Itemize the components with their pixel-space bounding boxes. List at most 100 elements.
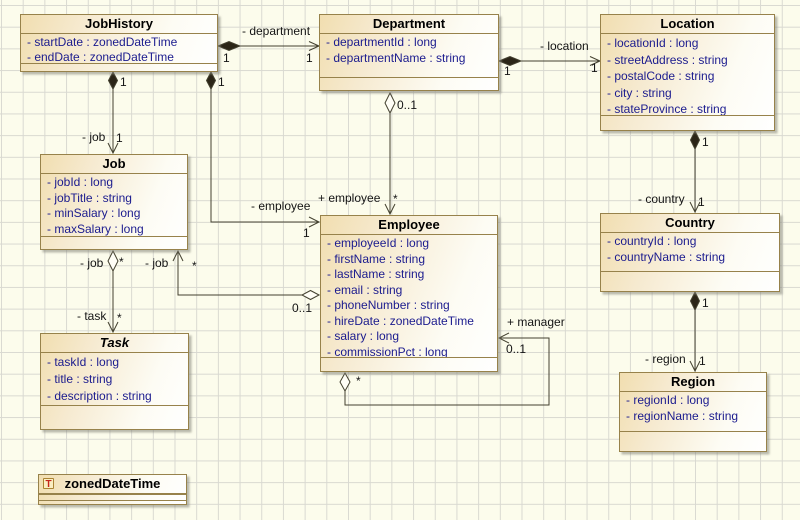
class-title[interactable]: Region — [620, 373, 766, 392]
mult-jobhistory-side[interactable]: 1 — [120, 75, 127, 89]
mult-job-side[interactable]: * — [192, 259, 197, 273]
mult-employee-side[interactable]: * — [393, 192, 398, 206]
edge-label-job[interactable]: - job — [80, 256, 104, 270]
mult-jobhistory-side[interactable]: 1 — [218, 75, 225, 89]
datatype-title[interactable]: T zonedDateTime — [39, 475, 186, 494]
datatype-zoneddatetime[interactable]: T zonedDateTime — [38, 474, 187, 505]
edge-label-country[interactable]: - country — [638, 192, 685, 206]
mult-job-side[interactable]: 1 — [116, 131, 123, 145]
mult-location-side[interactable]: 1 — [702, 135, 709, 149]
attribute[interactable]: - taskId : long — [47, 355, 120, 369]
edge-label-employee[interactable]: - employee — [251, 199, 311, 213]
class-title[interactable]: Task — [41, 334, 188, 353]
class-title[interactable]: JobHistory — [21, 15, 217, 34]
operations-compartment — [41, 236, 187, 249]
attribute[interactable]: - employeeId : long — [327, 236, 430, 250]
attribute[interactable]: - departmentName : string — [326, 50, 466, 65]
operations-compartment — [320, 77, 498, 90]
mult-reports-side[interactable]: * — [356, 374, 361, 388]
attribute[interactable]: - phoneNumber : string — [327, 298, 450, 312]
association-jobhistory-employee[interactable] — [207, 72, 320, 227]
mult-department-side[interactable]: 0..1 — [397, 98, 418, 112]
attributes-compartment: - regionId : long - regionName : string — [620, 392, 766, 431]
attribute[interactable]: - maxSalary : long — [47, 221, 144, 236]
class-title[interactable]: Location — [601, 15, 774, 34]
class-location[interactable]: Location - locationId : long - streetAdd… — [600, 14, 775, 131]
edge-label-region[interactable]: - region — [645, 352, 686, 366]
edge-label-department[interactable]: - department — [242, 24, 311, 38]
class-title[interactable]: Country — [601, 214, 779, 233]
association-country-region[interactable] — [690, 292, 700, 371]
attribute[interactable]: - departmentId : long — [326, 35, 437, 49]
mult-country-side[interactable]: 1 — [702, 296, 709, 310]
association-department-employee[interactable] — [385, 93, 395, 214]
association-employee-job[interactable] — [173, 251, 319, 300]
edge-label-employee[interactable]: + employee — [318, 191, 381, 205]
edge-label-task[interactable]: - task — [77, 309, 107, 323]
attribute[interactable]: - minSalary : long — [47, 206, 141, 220]
attribute[interactable]: - jobId : long — [47, 175, 114, 189]
class-country[interactable]: Country - countryId : long - countryName… — [600, 213, 780, 292]
association-employee-manager[interactable] — [340, 333, 549, 405]
attribute[interactable]: - firstName : string — [327, 251, 426, 266]
operations-compartment — [41, 405, 188, 429]
attribute[interactable]: - hireDate : zonedDateTime — [327, 313, 474, 328]
attributes-compartment: - startDate : zonedDateTime - endDate : … — [21, 34, 217, 63]
class-jobhistory[interactable]: JobHistory - startDate : zonedDateTime -… — [20, 14, 218, 72]
association-location-country[interactable] — [690, 131, 700, 212]
attribute[interactable]: - countryName : string — [607, 249, 726, 264]
mult-employee-side[interactable]: 1 — [303, 226, 310, 240]
attributes-compartment: - jobId : long - jobTitle : string - min… — [41, 174, 187, 236]
attribute[interactable]: - description : string — [47, 389, 152, 403]
attribute[interactable]: - stateProvince : string — [607, 102, 727, 115]
association-job-task[interactable] — [108, 251, 118, 332]
attribute[interactable]: - regionId : long — [626, 393, 710, 407]
attribute[interactable]: - commissionPct : long — [327, 344, 448, 358]
attribute[interactable]: - email : string — [327, 282, 403, 297]
mult-location-side[interactable]: 1 — [591, 61, 598, 75]
datatype-icon: T — [43, 478, 54, 490]
attribute[interactable]: - lastName : string — [327, 267, 425, 281]
class-task[interactable]: Task - taskId : long - title : string - … — [40, 333, 189, 430]
edge-label-location[interactable]: - location — [540, 39, 589, 53]
association-jobhistory-department[interactable] — [218, 42, 319, 51]
operations-compartment — [601, 271, 779, 291]
attributes-compartment: - countryId : long - countryName : strin… — [601, 233, 779, 271]
attribute[interactable]: - startDate : zonedDateTime — [27, 35, 178, 49]
attribute[interactable]: - city : string — [607, 85, 672, 100]
class-region[interactable]: Region - regionId : long - regionName : … — [619, 372, 767, 452]
attribute[interactable]: - jobTitle : string — [47, 190, 132, 205]
mult-department-side[interactable]: 1 — [306, 51, 313, 65]
mult-employee-side[interactable]: 0..1 — [292, 301, 313, 315]
class-employee[interactable]: Employee - employeeId : long - firstName… — [320, 215, 498, 372]
class-job[interactable]: Job - jobId : long - jobTitle : string -… — [40, 154, 188, 250]
association-jobhistory-job[interactable] — [108, 72, 118, 153]
operations-compartment — [321, 357, 497, 371]
attribute[interactable]: - postalCode : string — [607, 69, 715, 83]
edge-label-manager[interactable]: + manager — [507, 315, 565, 329]
attributes-compartment: - departmentId : long - departmentName :… — [320, 34, 498, 77]
edge-label-job[interactable]: - job — [145, 256, 169, 270]
attribute[interactable]: - title : string — [47, 372, 113, 386]
class-title[interactable]: Job — [41, 155, 187, 174]
mult-manager-side[interactable]: 0..1 — [506, 342, 527, 356]
mult-job-side[interactable]: * — [119, 255, 124, 269]
attribute[interactable]: - countryId : long — [607, 234, 697, 248]
attribute[interactable]: - salary : long — [327, 329, 400, 343]
association-department-location[interactable] — [499, 57, 600, 66]
class-title[interactable]: Employee — [321, 216, 497, 235]
edge-label-job[interactable]: - job — [82, 130, 106, 144]
mult-country-side[interactable]: 1 — [698, 195, 705, 209]
class-department[interactable]: Department - departmentId : long - depar… — [319, 14, 499, 91]
mult-task-side[interactable]: * — [117, 311, 122, 325]
mult-department-side[interactable]: 1 — [504, 64, 511, 78]
attribute[interactable]: - endDate : zonedDateTime — [27, 50, 174, 63]
attribute[interactable]: - locationId : long — [607, 36, 699, 50]
mult-region-side[interactable]: 1 — [699, 354, 706, 368]
attributes-compartment: - employeeId : long - firstName : string… — [321, 235, 497, 357]
attribute[interactable]: - regionName : string — [626, 408, 739, 423]
class-title[interactable]: Department — [320, 15, 498, 34]
mult-jobhistory-side[interactable]: 1 — [223, 51, 230, 65]
attribute[interactable]: - streetAddress : string — [607, 52, 728, 67]
